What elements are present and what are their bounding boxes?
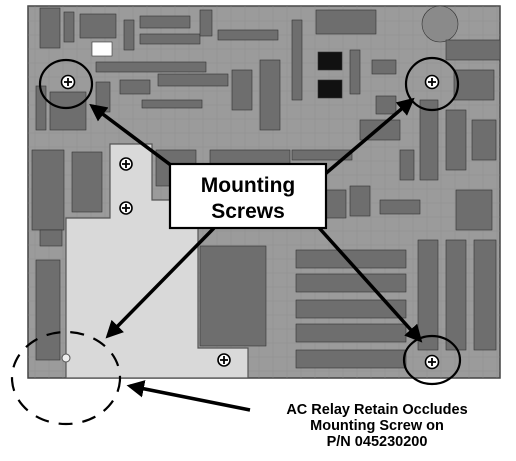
callout-label-line2: Screws xyxy=(211,200,285,223)
caption-line2: Mounting Screw on xyxy=(238,418,516,434)
screw-icon xyxy=(218,354,230,366)
screw-icon xyxy=(120,158,132,170)
screw-icon xyxy=(120,202,132,214)
screw-icon xyxy=(426,356,439,369)
screw-icon xyxy=(62,76,75,89)
hidden-screw xyxy=(62,354,70,362)
caption-line3: P/N 045230200 xyxy=(238,434,516,450)
caption-line1: AC Relay Retain Occludes xyxy=(238,402,516,418)
caption: AC Relay Retain Occludes Mounting Screw … xyxy=(238,402,516,450)
screw-icon xyxy=(426,76,439,89)
callout-label-line1: Mounting xyxy=(201,174,295,197)
